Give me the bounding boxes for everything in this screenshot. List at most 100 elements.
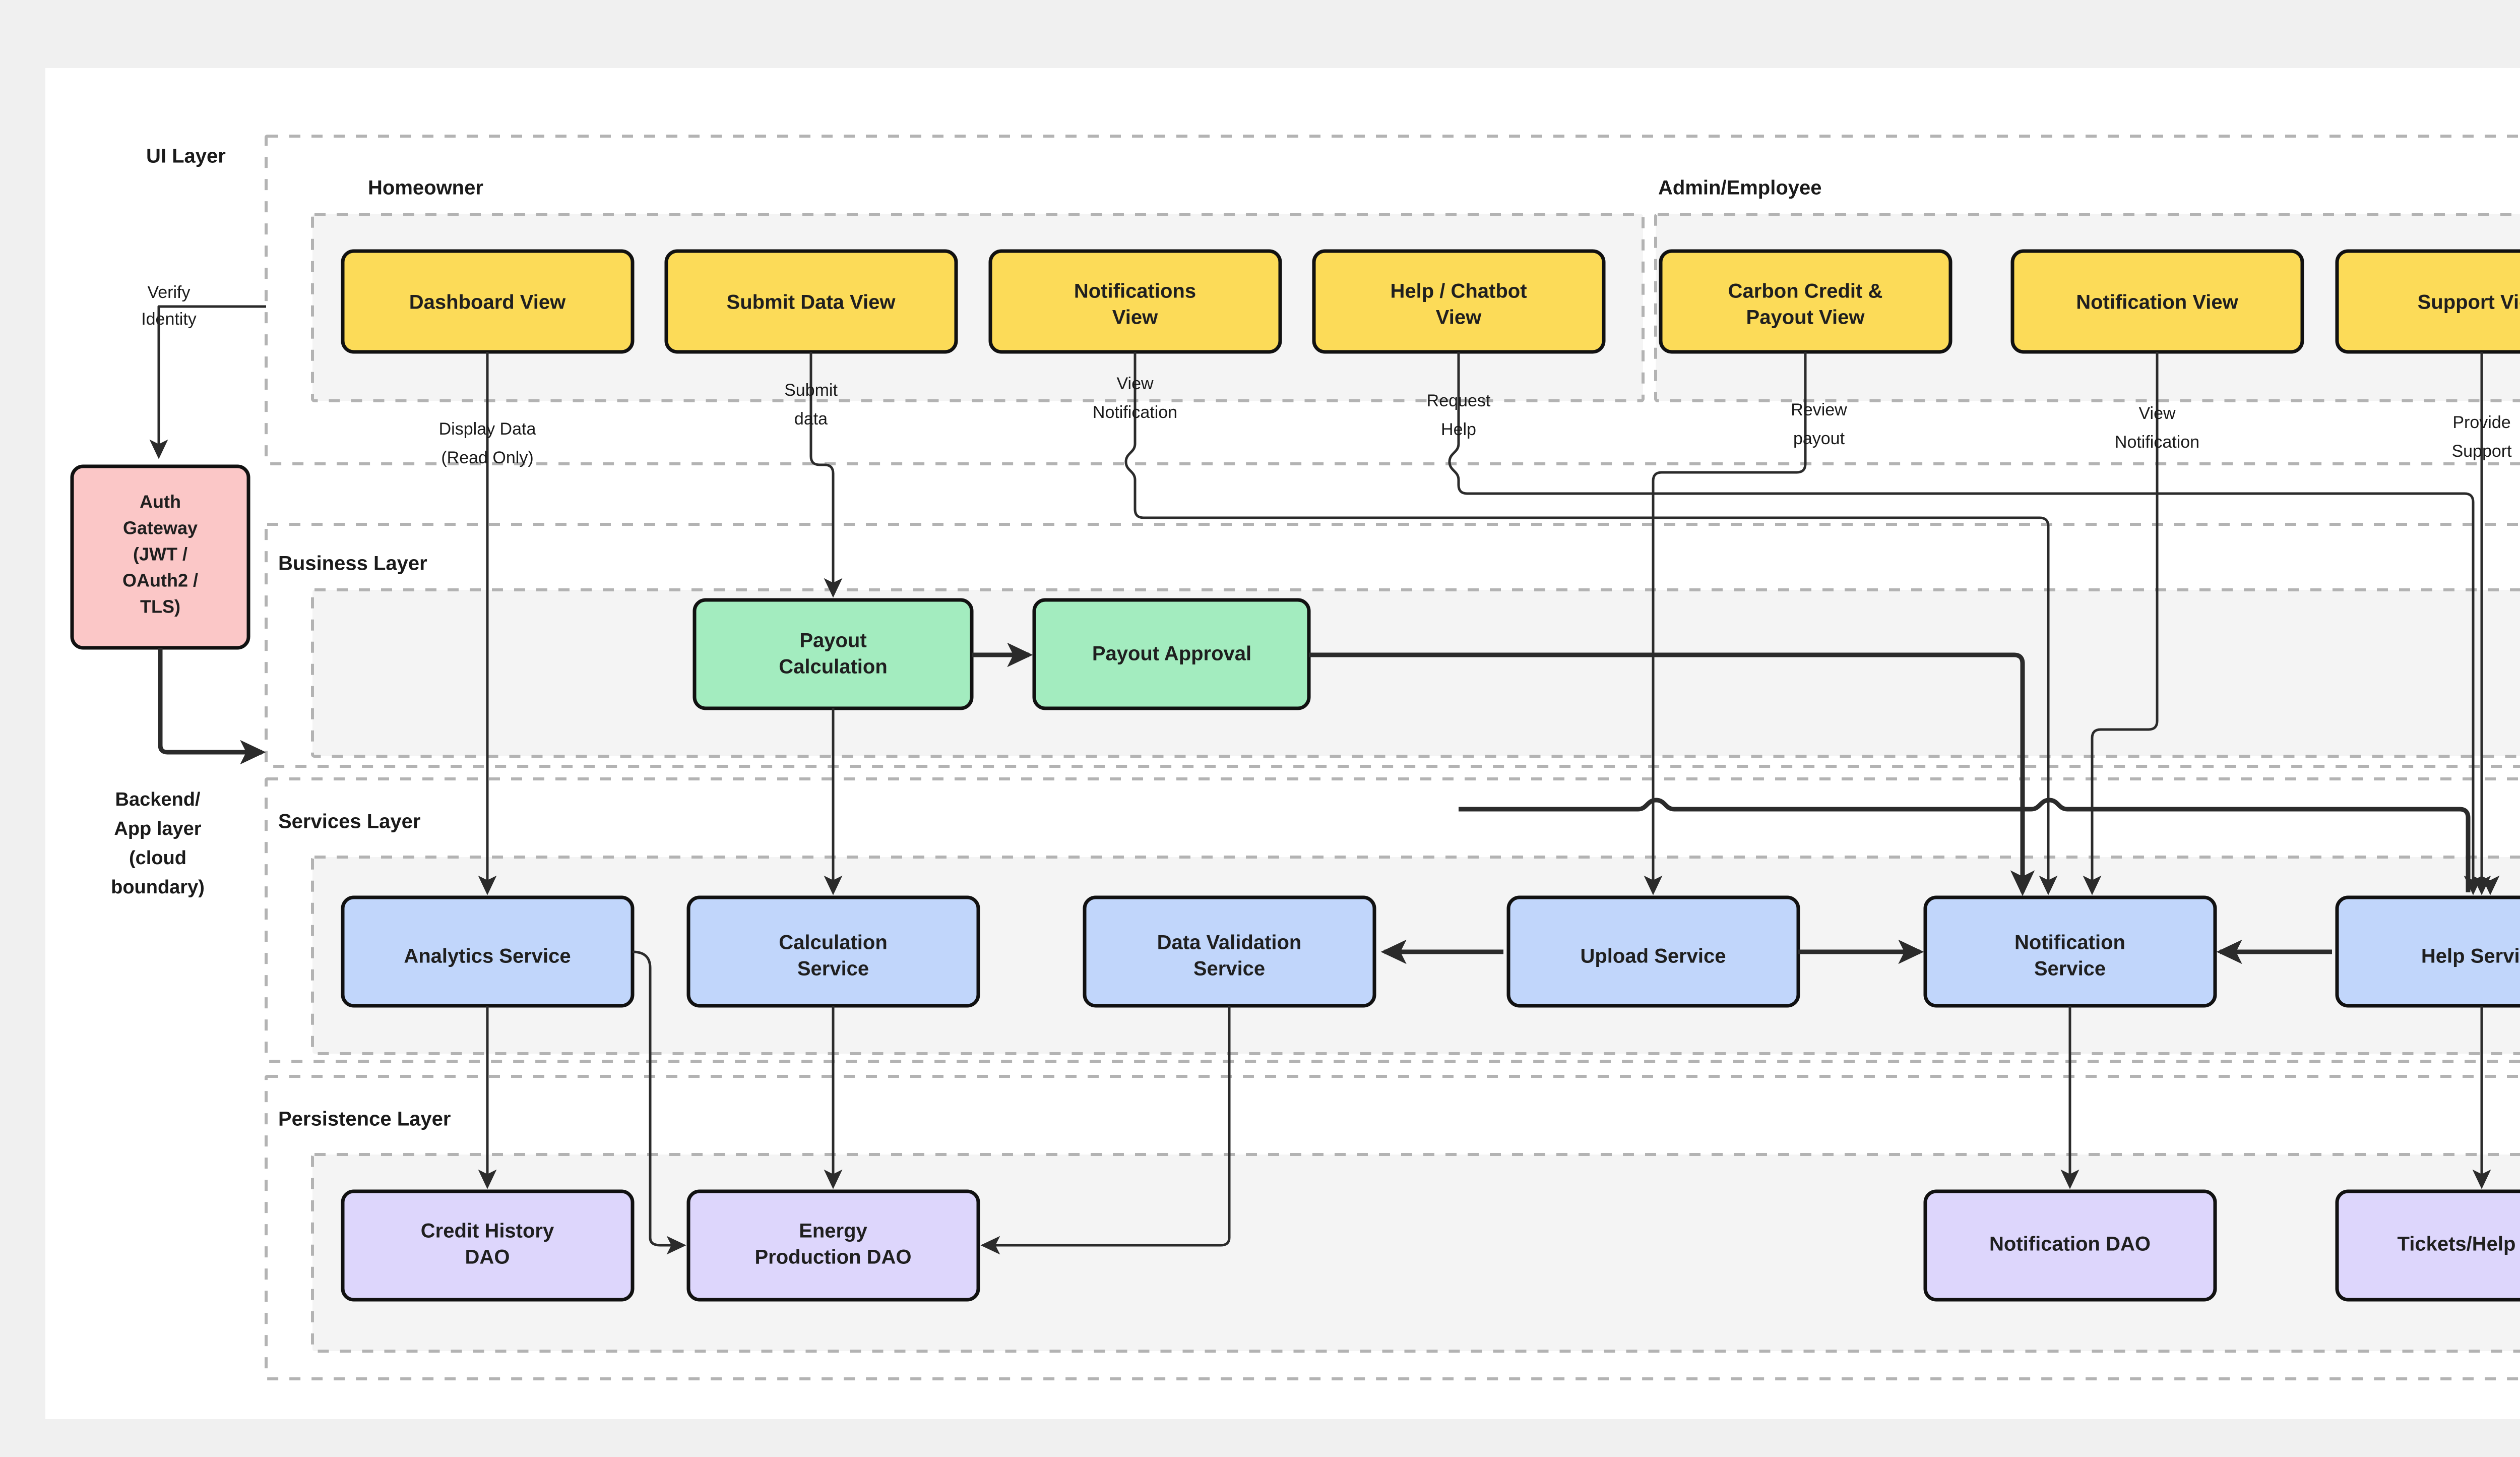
edge-label-display-data: Display Data (Read Only)	[439, 419, 536, 467]
node-data-validation-service[interactable]: Data Validation Service	[1083, 895, 1376, 1008]
svg-text:Payout Approval: Payout Approval	[1092, 643, 1251, 665]
svg-text:Support View: Support View	[2418, 291, 2520, 314]
layer-ui-boundary	[265, 135, 2520, 465]
svg-text:Notifications: Notifications	[1074, 280, 1196, 302]
svg-text:Provide: Provide	[2452, 413, 2510, 432]
edge-payout-approval-to-notification-service	[1309, 652, 2035, 896]
group-homeowner-band	[311, 213, 1645, 402]
edge-ui-to-auth	[149, 305, 266, 459]
group-label-admin: Admin/Employee	[1658, 177, 1822, 199]
node-support-view[interactable]: Support View	[2335, 249, 2520, 354]
node-energy-production-dao[interactable]: Energy Production DAO	[686, 1189, 980, 1302]
svg-text:Credit History: Credit History	[421, 1220, 554, 1242]
edge-label-provide-support: Provide Support	[2451, 413, 2512, 461]
svg-text:Payout: Payout	[799, 630, 866, 652]
node-notification-view[interactable]: Notification View	[2010, 249, 2304, 354]
edge-label-view-notification-admin: View Notification	[2115, 404, 2199, 452]
layer-persistence-boundary	[265, 1075, 2520, 1380]
svg-text:(JWT /: (JWT /	[133, 544, 187, 565]
svg-text:Dashboard View: Dashboard View	[409, 291, 566, 314]
svg-text:Identity: Identity	[141, 310, 197, 329]
svg-text:Help: Help	[1441, 420, 1476, 439]
edge-services-feedback-bus	[1459, 798, 2471, 892]
svg-text:View: View	[1112, 307, 1158, 329]
svg-text:Request: Request	[1427, 391, 1491, 410]
svg-text:Energy: Energy	[799, 1220, 867, 1242]
node-upload-service[interactable]: Upload Service	[1506, 895, 1800, 1008]
svg-text:Analytics Service: Analytics Service	[404, 945, 571, 967]
svg-text:Submit: Submit	[784, 381, 838, 400]
edge-auth-to-backend	[158, 648, 266, 765]
edge-data-validation-to-energy-production-dao	[980, 1006, 1231, 1255]
svg-text:Service: Service	[2034, 958, 2106, 980]
svg-text:Notification View: Notification View	[2076, 291, 2238, 314]
node-calculation-service[interactable]: Calculation Service	[686, 895, 980, 1008]
svg-text:Display Data: Display Data	[439, 419, 536, 439]
svg-text:boundary): boundary)	[111, 877, 205, 898]
node-dashboard-view[interactable]: Dashboard View	[341, 249, 635, 354]
layer-business-boundary	[265, 523, 2520, 768]
svg-text:Help / Chatbot: Help / Chatbot	[1390, 280, 1527, 302]
node-tickets-help-dao[interactable]: Tickets/Help DAO	[2335, 1189, 2520, 1302]
edge-notifications-view-to-notification-service	[1124, 352, 2058, 895]
svg-text:DAO: DAO	[465, 1246, 510, 1268]
edge-carbon-credit-to-upload-service	[1644, 352, 1807, 895]
svg-text:Service: Service	[1193, 958, 1265, 980]
node-auth-gateway[interactable]: Auth Gateway (JWT / OAuth2 / TLS)	[70, 464, 250, 650]
svg-text:Notification: Notification	[1093, 403, 1177, 422]
edge-label-view-notification-homeowner: View Notification	[1093, 374, 1177, 422]
svg-text:Help Service: Help Service	[2421, 945, 2520, 967]
svg-text:OAuth2 /: OAuth2 /	[122, 570, 198, 591]
svg-text:Carbon Credit &: Carbon Credit &	[1728, 280, 1883, 302]
node-submit-data-view[interactable]: Submit Data View	[664, 249, 958, 354]
svg-text:payout: payout	[1793, 429, 1845, 448]
svg-text:Review: Review	[1791, 400, 1847, 419]
svg-text:Tickets/Help DAO: Tickets/Help DAO	[2398, 1233, 2520, 1255]
svg-text:Calculation: Calculation	[779, 932, 888, 954]
svg-text:Service: Service	[797, 958, 869, 980]
edge-label-submit-data: Submit data	[784, 381, 838, 429]
node-payout-calculation[interactable]: Payout Calculation	[692, 598, 974, 710]
node-carbon-credit-payout-view[interactable]: Carbon Credit & Payout View	[1659, 249, 1952, 354]
edge-analytics-to-energy-production-dao	[632, 950, 686, 1255]
svg-text:Notification DAO: Notification DAO	[1989, 1233, 2151, 1255]
svg-text:(Read Only): (Read Only)	[441, 448, 533, 467]
edge-label-request-help: Request Help	[1427, 391, 1491, 439]
svg-text:Auth: Auth	[140, 492, 181, 512]
node-help-chatbot-view[interactable]: Help / Chatbot View	[1312, 249, 1606, 354]
business-band	[311, 588, 2520, 758]
svg-text:Backend/: Backend/	[115, 789, 201, 810]
layer-label-ui: UI Layer	[146, 145, 226, 167]
svg-text:TLS): TLS)	[140, 596, 180, 617]
verify-identity-label: Verify Identity	[141, 283, 197, 329]
svg-text:Upload Service: Upload Service	[1580, 945, 1726, 967]
edge-label-review-payout: Review payout	[1791, 400, 1847, 448]
svg-text:Support: Support	[2451, 442, 2512, 461]
node-notification-service[interactable]: Notification Service	[1923, 895, 2217, 1008]
svg-text:Notification: Notification	[2014, 932, 2125, 954]
svg-text:App layer: App layer	[114, 818, 201, 839]
svg-text:Verify: Verify	[147, 283, 190, 302]
node-notification-dao[interactable]: Notification DAO	[1923, 1189, 2217, 1302]
svg-text:Calculation: Calculation	[779, 656, 888, 678]
edge-notification-view-to-notification-service	[2083, 352, 2159, 895]
layer-label-services: Services Layer	[278, 811, 420, 833]
svg-text:View: View	[2138, 404, 2176, 423]
svg-text:Production DAO: Production DAO	[754, 1246, 911, 1268]
node-help-service[interactable]: Help Service	[2335, 895, 2520, 1008]
svg-text:data: data	[794, 409, 828, 429]
svg-text:Submit Data View: Submit Data View	[727, 291, 896, 314]
svg-text:Gateway: Gateway	[123, 518, 198, 538]
layer-label-business: Business Layer	[278, 553, 427, 575]
node-payout-approval[interactable]: Payout Approval	[1032, 598, 1311, 710]
svg-text:View: View	[1436, 307, 1482, 329]
node-notifications-view[interactable]: Notifications View	[988, 249, 1282, 354]
layer-label-persistence: Persistence Layer	[278, 1108, 451, 1130]
node-credit-history-dao[interactable]: Credit History DAO	[341, 1189, 635, 1302]
node-analytics-service[interactable]: Analytics Service	[341, 895, 635, 1008]
edge-submit-to-payout-calculation	[809, 352, 843, 598]
group-label-homeowner: Homeowner	[368, 177, 483, 199]
svg-text:Notification: Notification	[2115, 433, 2199, 452]
